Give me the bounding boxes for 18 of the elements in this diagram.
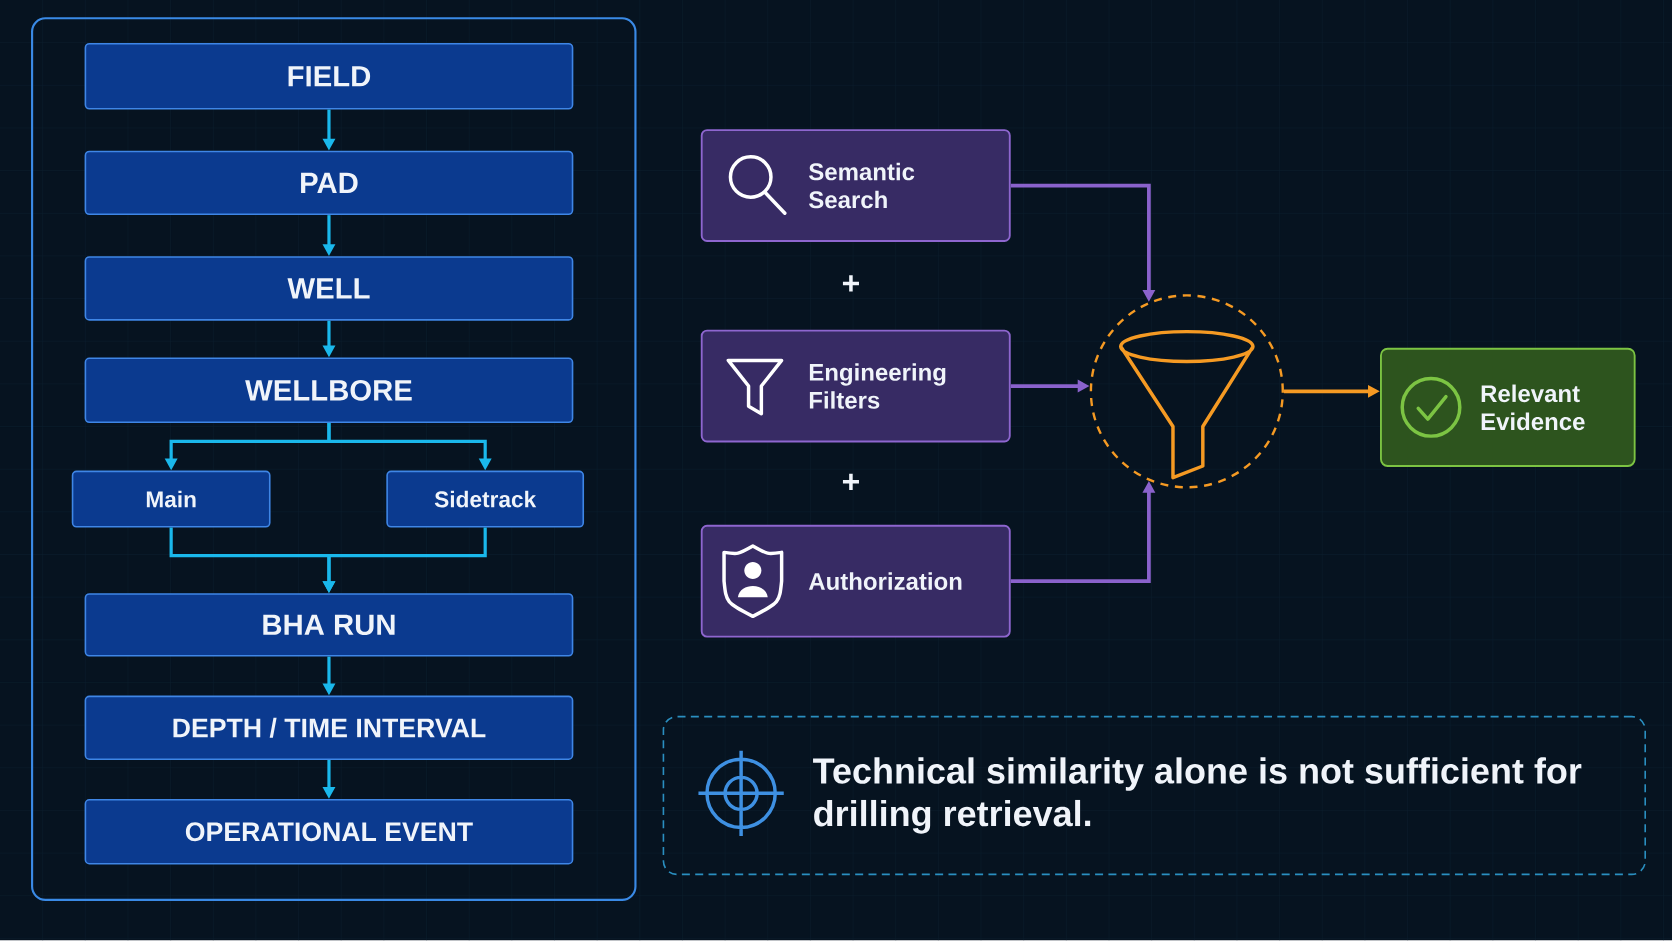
hierarchy-box: WELLBORE — [84, 357, 574, 424]
process-box: Authorization — [700, 525, 1011, 638]
hierarchy-box: BHA RUN — [84, 593, 574, 657]
hierarchy-panel — [31, 17, 637, 902]
process-box: Engineering Filters — [700, 329, 1011, 443]
hierarchy-box: Sidetrack — [386, 470, 585, 528]
hierarchy-box: PAD — [84, 150, 574, 216]
hierarchy-box: OPERATIONAL EVENT — [84, 799, 574, 865]
funnel-circle — [1089, 294, 1284, 489]
hierarchy-box: WELL — [84, 256, 574, 321]
plus-sign: + — [842, 473, 859, 491]
result-box: Relevant Evidence — [1380, 348, 1636, 468]
plus-sign: + — [842, 275, 859, 292]
process-box: Semantic Search — [700, 129, 1011, 243]
note-box: Technical similarity alone is not sufficient for drilling retrieval. — [662, 716, 1646, 876]
hierarchy-box: DEPTH / TIME INTERVAL — [84, 695, 574, 761]
hierarchy-box: FIELD — [84, 43, 574, 110]
hierarchy-box: Main — [71, 470, 271, 528]
